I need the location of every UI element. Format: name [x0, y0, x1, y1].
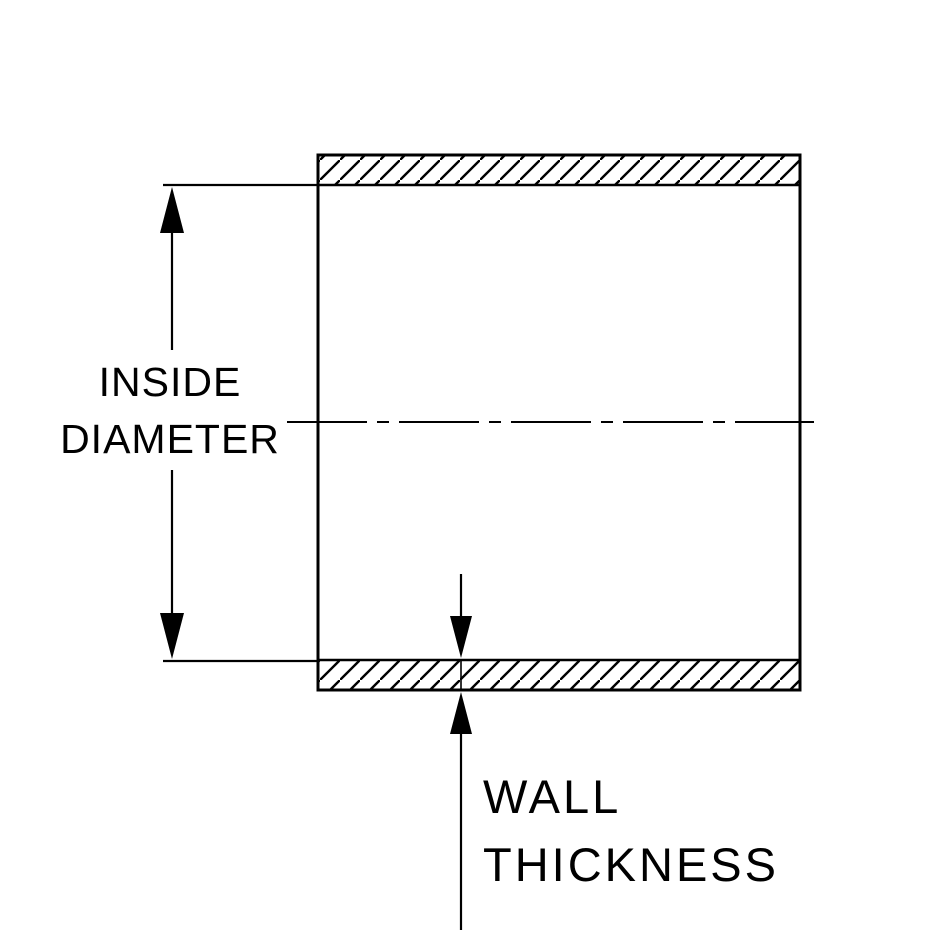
inside-diameter-arrow-down [160, 613, 184, 659]
wall-thickness-label-line1: WALL [483, 770, 621, 823]
inside-diameter-label-line1: INSIDE [99, 359, 242, 405]
wall-thickness-arrow-up [450, 692, 472, 734]
wall-thickness-arrow-down [450, 616, 472, 658]
top-wall-hatch [318, 155, 800, 185]
wall-thickness-label-line2: THICKNESS [483, 838, 779, 891]
inside-diameter-label-line2: DIAMETER [60, 416, 280, 462]
inside-diameter-arrow-up [160, 187, 184, 233]
wall-thickness-dimension: WALL THICKNESS [450, 574, 779, 930]
tube-cross-section [287, 153, 814, 692]
bottom-wall-hatch [318, 660, 800, 690]
inside-diameter-dimension: INSIDE DIAMETER [60, 183, 318, 663]
